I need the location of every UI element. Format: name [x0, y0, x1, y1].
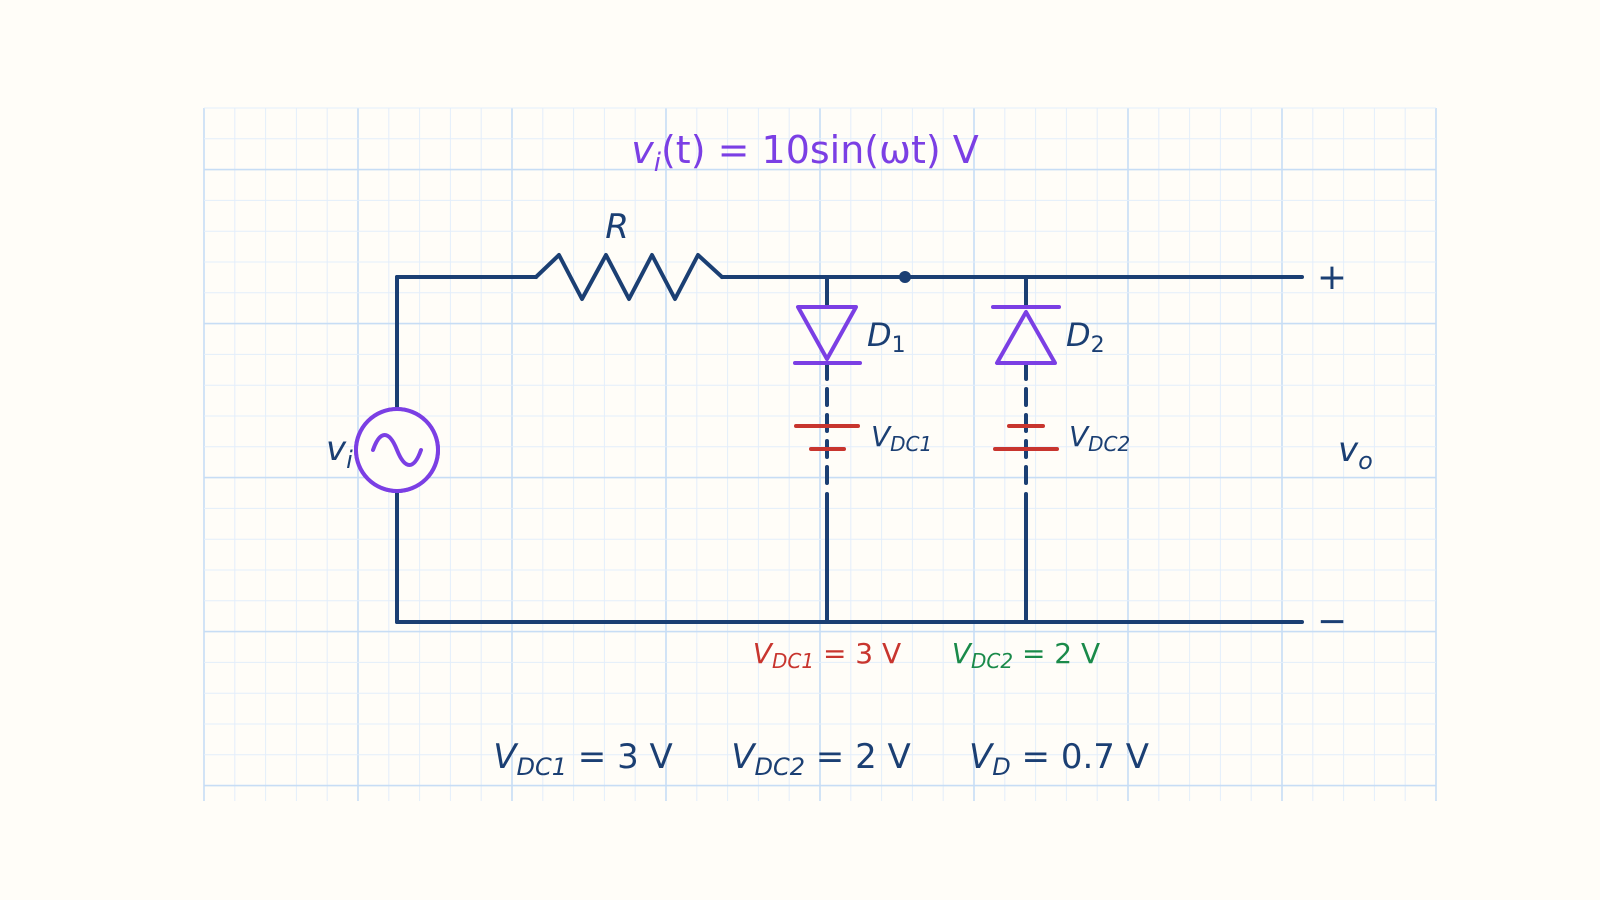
battery1-label: VDC1 — [871, 420, 932, 456]
source-label-sub: i — [346, 446, 353, 474]
battery2-label: VDC2 — [1069, 420, 1130, 456]
battery1-label-sub: DC1 — [890, 432, 932, 456]
title-equation: vi(t) = 10sin(ωt) V — [631, 128, 979, 178]
footer-vdc2-rest: = 2 V — [805, 737, 911, 777]
footer-vdc1-rest: = 3 V — [567, 737, 673, 777]
title-v: v — [631, 128, 654, 172]
footer-vd-sub: D — [992, 753, 1010, 781]
annotation-vdc1-main: V — [753, 637, 774, 670]
footer-vd-rest: = 0.7 V — [1011, 737, 1149, 777]
ac-source-outline — [354, 407, 440, 493]
footer-vdc2-main: V — [731, 737, 757, 777]
diode1-label-main: D — [867, 316, 892, 354]
sine-wave-icon — [371, 433, 423, 467]
battery1-label-main: V — [871, 420, 892, 453]
footer-vd: VD = 0.7 V — [969, 737, 1149, 781]
footer-vdc1-sub: DC1 — [516, 753, 567, 781]
resistor — [534, 253, 724, 301]
terminal-minus: − — [1317, 601, 1347, 642]
diode2-label: D2 — [1066, 316, 1105, 358]
source-label-group: vi — [326, 429, 353, 474]
footer-vdc2: VDC2 = 2 V — [731, 737, 911, 781]
footer-vdc1: VDC1 = 3 V — [493, 737, 673, 781]
annotation-vdc1-sub: DC1 — [772, 649, 814, 673]
battery-vdc2 — [993, 424, 1059, 451]
output-label-sub: o — [1358, 447, 1373, 475]
source-label-main: v — [326, 429, 347, 469]
output-label: vo — [1338, 430, 1373, 475]
footer-vdc1-main: V — [493, 737, 519, 777]
diode2-label-main: D — [1066, 316, 1091, 354]
annotation-vdc2-rest: = 2 V — [1013, 637, 1100, 670]
grid-background — [203, 107, 1437, 801]
terminal-plus: + — [1317, 257, 1347, 298]
footer-vd-main: V — [969, 737, 995, 777]
diode1-label-sub: 1 — [892, 333, 906, 358]
title-sub: i — [654, 148, 662, 178]
battery-vdc1 — [794, 424, 860, 451]
source-label: vi — [326, 429, 353, 474]
title-rest: (t) = 10sin(ωt) V — [661, 128, 979, 172]
output-label-main: v — [1338, 430, 1359, 470]
annotation-vdc2-main: V — [952, 637, 973, 670]
battery2-label-sub: DC2 — [1088, 432, 1130, 456]
footer-vdc2-sub: DC2 — [754, 753, 805, 781]
diode-d1 — [793, 305, 862, 365]
diode2-label-sub: 2 — [1091, 333, 1105, 358]
annotation-vdc2-sub: DC2 — [971, 649, 1013, 673]
resistor-label: R — [605, 207, 629, 247]
battery2-label-main: V — [1069, 420, 1090, 453]
annotation-vdc1-rest: = 3 V — [814, 637, 901, 670]
junction-dot — [899, 271, 911, 283]
diode1-label: D1 — [867, 316, 906, 358]
annotation-vdc2: VDC2 = 2 V — [952, 637, 1100, 673]
annotation-vdc1: VDC1 = 3 V — [753, 637, 901, 673]
diode-d2 — [991, 305, 1061, 365]
